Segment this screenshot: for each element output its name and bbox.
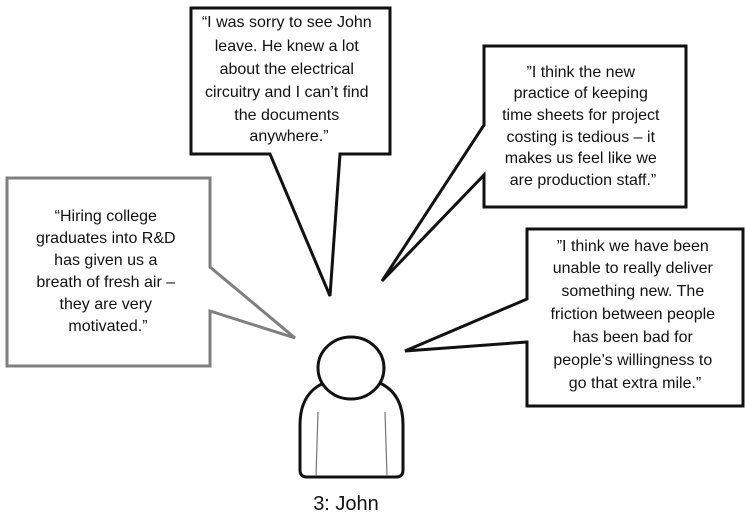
quote-line: about the electrical: [220, 61, 354, 78]
quote-line: anywhere.”: [249, 128, 328, 145]
bubble-shape: [5, 176, 296, 368]
quote-line: has given us a: [54, 252, 157, 269]
quote-line: are production staff.”: [510, 172, 656, 189]
quote-line: breath of fresh air –: [36, 274, 175, 291]
quote-line: something new. The: [561, 283, 704, 300]
bubble-quote: “Hiring college graduates into R&D has g…: [36, 208, 180, 335]
person-label: 3: John: [313, 493, 379, 515]
person-icon: [298, 335, 405, 479]
quote-line: ”I think we have been: [557, 238, 709, 255]
quote-line: motivated.”: [68, 318, 147, 335]
quote-line: graduates into R&D: [36, 230, 176, 247]
quote-line: “I was sorry to see John: [202, 14, 372, 31]
quote-line: go that extra mile.”: [569, 375, 702, 392]
bubble-shape: [404, 227, 745, 408]
quote-line: leave. He knew a lot: [215, 38, 360, 55]
quote-line: costing is tedious – it: [507, 129, 656, 146]
quote-line: they are very: [60, 296, 152, 313]
quote-line: has been bad for: [573, 329, 694, 346]
person-arm-line: [315, 411, 319, 477]
person-head-shape: [316, 335, 386, 401]
quote-line: makes us feel like we: [505, 150, 657, 167]
speech-bubble-right: ”I think we have been unable to really d…: [404, 227, 745, 408]
bubble-shape: [189, 6, 392, 297]
bubble-quote: ”I think we have been unable to really d…: [550, 238, 719, 392]
person-body-shape: [298, 376, 405, 479]
speech-bubble-top-center: “I was sorry to see John leave. He knew …: [189, 6, 392, 297]
quote-line: unable to really deliver: [553, 260, 714, 277]
quote-line: practice of keeping: [514, 85, 648, 102]
quote-line: circuitry and I can’t find: [205, 84, 369, 101]
quote-line: time sheets for project: [502, 107, 660, 124]
quote-line: “Hiring college: [55, 208, 157, 225]
bubble-shape: [380, 44, 688, 283]
speech-bubble-left: “Hiring college graduates into R&D has g…: [5, 176, 296, 368]
person-arm-line: [384, 411, 388, 477]
quote-line: people’s willingness to: [553, 352, 712, 369]
quote-line: friction between people: [550, 306, 715, 323]
bubble-quote: ”I think the new practice of keeping tim…: [502, 64, 664, 189]
bubble-quote: “I was sorry to see John leave. He knew …: [202, 14, 376, 145]
quote-line: the documents: [234, 107, 339, 124]
quote-line: ”I think the new: [527, 64, 636, 81]
speech-bubble-top-right: ”I think the new practice of keeping tim…: [380, 44, 688, 283]
